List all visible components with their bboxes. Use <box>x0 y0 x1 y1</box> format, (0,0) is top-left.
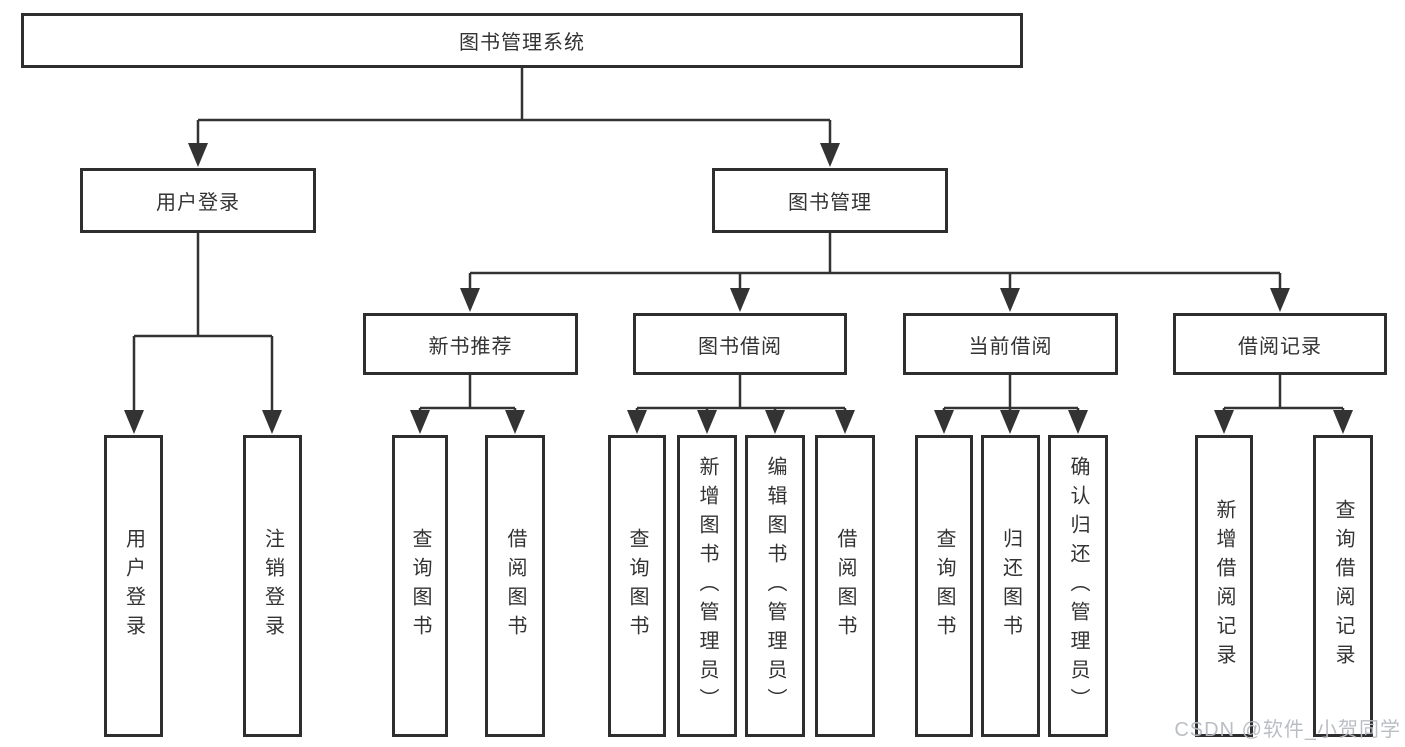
leaf-borrow-search-book: 查询图书 <box>608 435 666 737</box>
node-label: 借阅记录 <box>1238 335 1322 358</box>
arrowhead <box>835 410 855 434</box>
arrowhead <box>1270 288 1290 312</box>
leaf-newbook-borrow-book: 借阅图书 <box>485 435 545 737</box>
arrowhead <box>410 410 430 434</box>
node-label: 注销登录 <box>261 528 284 644</box>
node-label: 当前借阅 <box>968 335 1053 358</box>
node-current-borrow: 当前借阅 <box>903 313 1118 375</box>
arrowhead <box>505 410 525 434</box>
node-label: 新书推荐 <box>428 335 513 358</box>
node-label: 确认归还（管理员） <box>1067 455 1089 717</box>
arrowhead <box>262 410 282 434</box>
leaf-logout: 注销登录 <box>243 435 302 737</box>
node-label: 图书借阅 <box>698 335 782 358</box>
arrowhead <box>188 143 208 167</box>
arrowhead <box>1333 410 1353 434</box>
leaf-current-confirm-return-admin: 确认归还（管理员） <box>1048 435 1108 737</box>
arrowhead <box>460 288 480 312</box>
leaf-borrow-edit-book-admin: 编辑图书（管理员） <box>745 435 805 737</box>
arrowhead <box>765 410 785 434</box>
node-label: 新增借阅记录 <box>1213 499 1235 673</box>
node-borrow-record: 借阅记录 <box>1173 313 1387 375</box>
csdn-watermark: CSDN @软件_小贺同学 <box>1174 719 1401 741</box>
node-label: 图书管理系统 <box>459 32 585 54</box>
arrowhead <box>1000 288 1020 312</box>
node-label: 借阅图书 <box>834 528 856 644</box>
node-new-book-recommend: 新书推荐 <box>363 313 578 375</box>
node-label: 借阅图书 <box>504 528 526 644</box>
arrowhead <box>730 288 750 312</box>
arrowhead <box>820 143 840 167</box>
node-label: 用户登录 <box>122 528 145 644</box>
arrowhead <box>1068 410 1088 434</box>
node-label: 用户登录 <box>156 192 240 214</box>
node-label: 查询图书 <box>626 528 648 644</box>
node-label: 归还图书 <box>999 528 1022 644</box>
node-label: 编辑图书（管理员） <box>764 455 786 717</box>
leaf-current-search-book: 查询图书 <box>915 435 973 737</box>
arrowhead <box>934 410 954 434</box>
leaf-record-add-record: 新增借阅记录 <box>1195 435 1253 737</box>
leaf-borrow-add-book-admin: 新增图书（管理员） <box>677 435 737 737</box>
leaf-borrow-borrow-book: 借阅图书 <box>815 435 875 737</box>
node-label: 图书管理 <box>788 192 872 214</box>
node-book-management: 图书管理 <box>712 168 948 233</box>
arrowhead <box>1000 410 1020 434</box>
arrowhead <box>1214 410 1234 434</box>
arrowhead <box>697 410 717 434</box>
node-label: 查询图书 <box>933 528 955 644</box>
arrowhead <box>124 410 144 434</box>
node-system-root: 图书管理系统 <box>21 13 1023 68</box>
node-label: 新增图书（管理员） <box>696 455 718 717</box>
leaf-current-return-book: 归还图书 <box>981 435 1040 737</box>
node-label: 查询图书 <box>409 528 431 644</box>
node-book-borrow: 图书借阅 <box>633 313 847 375</box>
arrowhead <box>627 410 647 434</box>
node-user-login: 用户登录 <box>80 168 316 233</box>
leaf-user-login: 用户登录 <box>104 435 163 737</box>
node-label: 查询借阅记录 <box>1332 499 1354 673</box>
leaf-newbook-search-book: 查询图书 <box>392 435 448 737</box>
leaf-record-search-record: 查询借阅记录 <box>1313 435 1373 737</box>
